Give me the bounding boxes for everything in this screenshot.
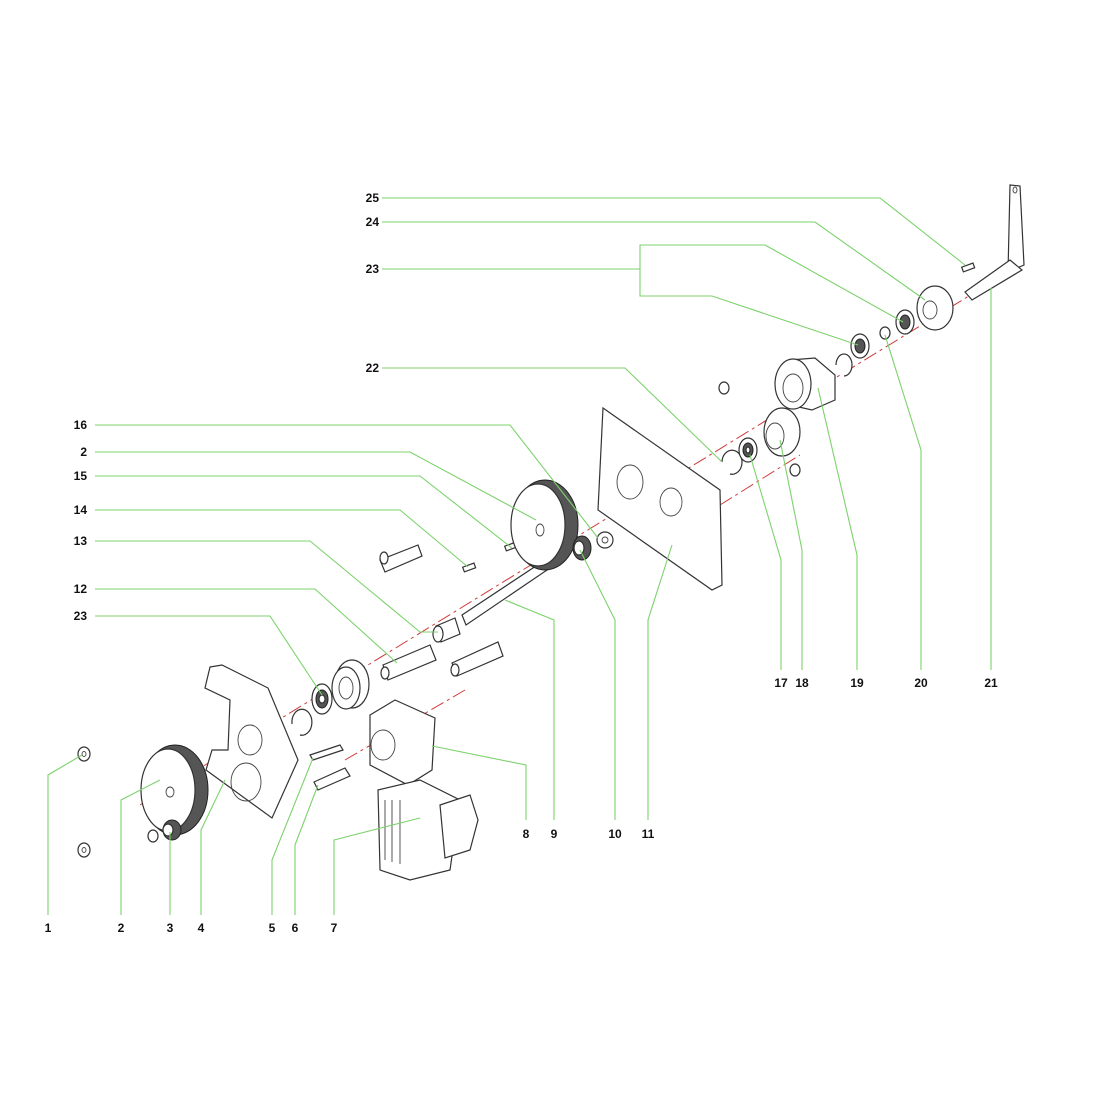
bush-part-13	[432, 617, 461, 643]
part-label: 5	[269, 921, 276, 935]
key-part-14	[461, 562, 477, 573]
part-label: 11	[642, 827, 655, 841]
bearing-housing-part-lower	[331, 659, 370, 710]
circlip-part-lower	[291, 708, 313, 736]
washer-upper	[718, 381, 730, 395]
key-part-25	[960, 262, 976, 273]
pin-part-5	[309, 744, 344, 761]
part-label: 7	[331, 921, 338, 935]
part-label: 23	[366, 262, 380, 276]
part-label: 23	[74, 609, 88, 623]
part-label: 2	[80, 445, 87, 459]
part-label: 17	[774, 676, 788, 690]
part-label: 1	[45, 921, 52, 935]
leader-lines	[47, 197, 992, 915]
part-label: 9	[551, 827, 558, 841]
bracket-plate-part-4	[204, 664, 299, 819]
pinion-part-16	[572, 535, 592, 561]
bearing-part-17	[738, 437, 758, 463]
nut-part-10	[596, 531, 614, 549]
part-label: 12	[74, 582, 88, 596]
washer-right	[789, 463, 801, 477]
part-label: 14	[74, 503, 88, 517]
part-label: 25	[366, 191, 380, 205]
flange-part-18	[763, 407, 801, 457]
part-label: 2	[118, 921, 125, 935]
part-label: 8	[523, 827, 530, 841]
pinion-part-3	[162, 819, 182, 841]
part-label: 10	[608, 827, 622, 841]
part-label: 16	[74, 418, 88, 432]
part-label: 22	[366, 361, 380, 375]
gearbox-part-8	[369, 699, 436, 786]
crank-handle-part-21	[964, 184, 1025, 301]
part-label: 19	[850, 676, 864, 690]
pin-part-6	[313, 767, 351, 791]
housing-part-19	[774, 357, 836, 411]
circlip-upper	[835, 353, 853, 377]
shaft-part-9	[461, 559, 551, 626]
washer-part-1	[77, 746, 159, 858]
part-label: 13	[74, 534, 88, 548]
motor-part-7	[377, 779, 479, 881]
part-labels: 25 24 23 22 16 2 15 14 13 12 23 1 2 3 4 …	[45, 191, 998, 935]
parts	[77, 184, 1025, 881]
part-label: 6	[292, 921, 299, 935]
gear-part-2-upper	[510, 479, 579, 571]
part-label: 15	[74, 469, 88, 483]
part-label: 21	[984, 676, 998, 690]
bearing-part-23-lower	[311, 683, 333, 715]
part-label: 4	[198, 921, 205, 935]
part-label: 3	[167, 921, 174, 935]
flange-part-24	[916, 285, 954, 331]
bearing-part-23-upper	[850, 309, 915, 359]
part-label: 18	[795, 676, 809, 690]
spacer-parts-12	[379, 544, 504, 681]
part-label: 20	[914, 676, 928, 690]
part-label: 24	[366, 215, 380, 229]
